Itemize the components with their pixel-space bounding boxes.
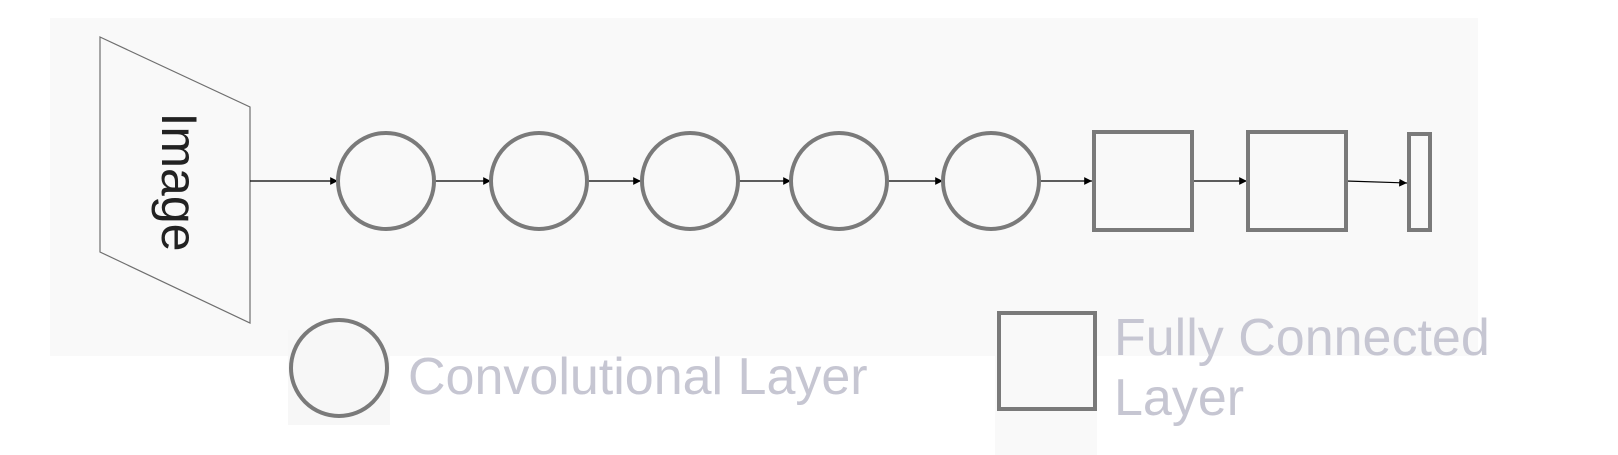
legend-conv-label: Convolutional Layer [408, 348, 868, 406]
legend-fc-label-line2: Layer [1114, 369, 1244, 427]
fc-layer-node-2 [1246, 130, 1348, 232]
legend-conv-backdrop [288, 330, 390, 425]
legend-fc-label-line1: Fully Connected [1114, 309, 1490, 367]
conv-layer-node-3 [640, 131, 740, 231]
input-image-label: Image [151, 113, 207, 252]
legend-conv-symbol [289, 318, 389, 418]
conv-layer-node-5 [941, 131, 1041, 231]
legend-fc-symbol [997, 311, 1097, 411]
conv-layer-node-2 [489, 131, 589, 231]
conv-layer-node-4 [789, 131, 889, 231]
input-image-node [99, 36, 251, 324]
fc-layer-node-1 [1092, 130, 1194, 232]
edge-fc2-to-output [1345, 178, 1408, 187]
legend-fc-backdrop [995, 325, 1097, 455]
output-layer-node [1407, 132, 1432, 232]
conv-layer-node-1 [336, 131, 436, 231]
diagram-panel [50, 18, 1478, 356]
